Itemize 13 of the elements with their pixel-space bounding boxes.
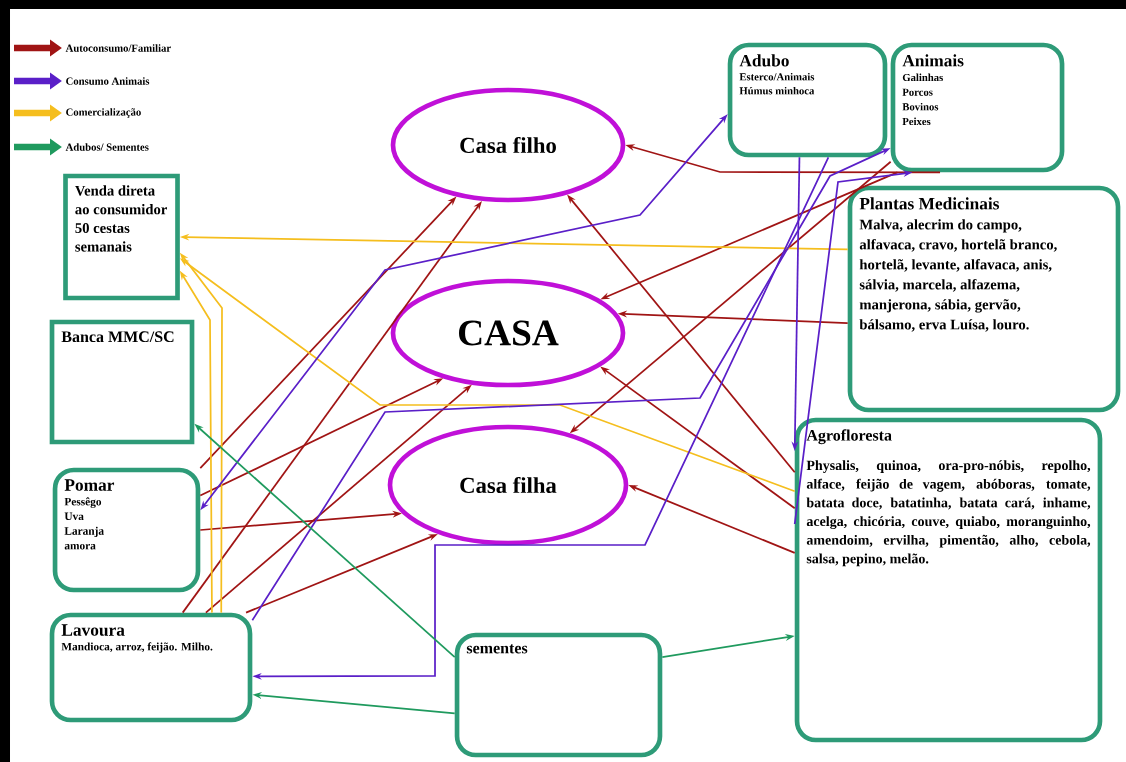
sales-box: Venda direta ao consumidor 50 cestas semanais [63, 173, 180, 301]
legend-label: Consumo Animais [66, 77, 150, 85]
legend-label: Comercialização [66, 108, 141, 118]
medicinal-plants-box: Plantas Medicinais Malva, alecrim do campo, alfavaca, cravo, hortelã branco, hortelã, levante, alfavaca, anis, sálvia, marcela, alfazema, manjerona, sábia, gervão, bálsamo, erva Luísa, louro. [847, 185, 1121, 413]
animals-box: Animais Galinhas Porcos Bovinos Peixes [890, 42, 1065, 173]
market-box: Banca MMC/SC [49, 319, 195, 445]
fertilizer-box: Adubo Esterco/Animais Húmus minhoca [727, 42, 888, 158]
orchard-box: Pomar Pessêgo Uva Laranja amora [52, 467, 201, 593]
agroforestry-box: Agrofloresta Physalis, quinoa, ora-pro-nóbis, repolho, alface, feijão de vagem, abóboras, tomate, batata doce, batatinha, batata cará, inhame, acelga, chicória, couve, quiabo, moranguinho, amendoim, ervilha, pimentão, alho, cebola, salsa, pepino, melão. [794, 417, 1103, 743]
crop-box: Lavoura Mandioca, arroz, feijão. Milho. [49, 612, 253, 723]
legend-label: Adubos/ Sementes [65, 143, 149, 151]
legend-label: Autoconsumo/Familiar [65, 44, 171, 52]
seeds-box: sementes [454, 632, 663, 758]
